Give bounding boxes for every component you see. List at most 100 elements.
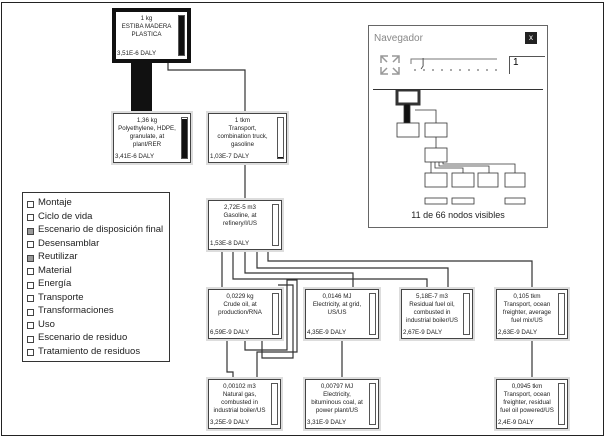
- navigator-title: Navegador: [374, 33, 423, 44]
- node-score: 2,63E-9 DALY: [498, 329, 538, 336]
- impact-bar: [272, 293, 279, 335]
- node-amount: 2,72E-5 m3: [224, 204, 256, 211]
- legend-item[interactable]: Reutilizar: [23, 250, 169, 264]
- node-name: Gasoline, at refinery/l/US: [222, 212, 258, 227]
- checkbox[interactable]: [27, 254, 34, 262]
- legend-label: Transporte: [38, 291, 84, 303]
- legend-item[interactable]: Escenario de disposición final: [23, 223, 169, 237]
- node-score: 2,67E-9 DALY: [403, 329, 443, 336]
- node-amount: 0,00102 m3: [223, 383, 256, 390]
- close-button[interactable]: x: [525, 32, 537, 44]
- checkbox[interactable]: [27, 241, 34, 249]
- node-name: Residual fuel oil, combusted in industri…: [406, 301, 458, 324]
- legend-label: Tratamiento de residuos: [38, 345, 141, 357]
- link-residual-to-gasoline: [232, 250, 428, 289]
- navigator-minimap[interactable]: [379, 90, 539, 205]
- node-name: Electricity, at grid, US/US: [312, 301, 362, 316]
- node-name: Transport, combination truck, gasoline: [217, 125, 268, 148]
- checkbox[interactable]: [27, 295, 34, 303]
- node-amount: 0,0945 tkm: [511, 383, 543, 390]
- node-name: Transport, ocean freighter, residual fue…: [500, 391, 554, 414]
- node-amount: 0,00797 MJ: [320, 383, 354, 390]
- checkbox[interactable]: [27, 349, 34, 357]
- checkbox[interactable]: [27, 200, 34, 208]
- legend-label: Escenario de residuo: [38, 332, 128, 344]
- link-truck-to-product: [167, 63, 246, 113]
- node-score: 1,03E-7 DALY: [210, 153, 250, 160]
- slider-thumb[interactable]: [420, 58, 424, 70]
- node-score: 3,41E-6 DALY: [115, 153, 155, 160]
- node-score: 4,35E-9 DALY: [307, 329, 347, 336]
- impact-bar: [271, 383, 278, 425]
- visible-nodes-count: 11 de 66 nodos visibles: [411, 210, 505, 220]
- legend-item[interactable]: Transformaciones: [23, 304, 169, 318]
- node-name: Electricity, bituminous coal, at power p…: [311, 391, 363, 414]
- legend-label: Montaje: [38, 197, 72, 209]
- zoom-value[interactable]: 1: [509, 56, 545, 74]
- checkbox[interactable]: [27, 335, 34, 343]
- checkbox[interactable]: [27, 322, 34, 330]
- divider: [373, 89, 543, 90]
- node-name: Natural gas, combusted in industrial boi…: [213, 391, 266, 414]
- impact-bar: [277, 117, 284, 159]
- node-score: 3,31E-9 DALY: [307, 419, 347, 426]
- node-score: 3,51E-6 DALY: [117, 50, 157, 57]
- node-amount: 1 tkm: [234, 117, 251, 124]
- legend-item[interactable]: Tratamiento de residuos: [23, 345, 169, 359]
- fit-to-view-icon[interactable]: [379, 54, 401, 76]
- legend-item[interactable]: Transporte: [23, 291, 169, 305]
- node-score: 1,53E-8 DALY: [210, 240, 250, 247]
- legend-label: Desensamblar: [38, 237, 100, 249]
- link-ocean-to-gasoline: [267, 250, 533, 289]
- checkbox[interactable]: [27, 214, 34, 222]
- impact-bar: [558, 383, 565, 425]
- zoom-slider[interactable]: [409, 56, 504, 76]
- navigator-panel: Navegador x 1 11 de 66 nodos visibles: [368, 25, 548, 228]
- impact-bar: [178, 15, 185, 56]
- node-name: Polyethylene, HDPE, granulate, at plant/…: [118, 125, 176, 148]
- checkbox[interactable]: [27, 227, 34, 235]
- checkbox[interactable]: [27, 281, 34, 289]
- impact-bar-fill: [278, 156, 283, 158]
- impact-bar-fill: [179, 16, 184, 55]
- legend-label: Ciclo de vida: [38, 210, 93, 222]
- node-amount: 1 kg: [140, 15, 153, 22]
- legend-item[interactable]: Escenario de residuo: [23, 331, 169, 345]
- node-name: Transport, ocean freighter, average fuel…: [502, 301, 552, 324]
- legend-item[interactable]: Desensamblar: [23, 237, 169, 251]
- legend-item[interactable]: Energía: [23, 277, 169, 291]
- legend-label: Transformaciones: [38, 305, 114, 317]
- node-amount: 5,18E-7 m3: [416, 293, 448, 300]
- node-score: 2,4E-9 DALY: [498, 419, 534, 426]
- node-name: Crude oil, at production/RNA: [218, 301, 262, 316]
- legend-item[interactable]: Uso: [23, 318, 169, 332]
- node-amount: 1,36 kg: [136, 117, 158, 124]
- link-natgas-to-crude-3: [261, 284, 294, 359]
- node-amount: 0,0146 MJ: [322, 293, 352, 300]
- node-amount: 0,105 tkm: [513, 293, 541, 300]
- legend-item[interactable]: Ciclo de vida: [23, 210, 169, 224]
- legend-item[interactable]: Montaje: [23, 196, 169, 210]
- impact-bar-fill: [182, 119, 187, 158]
- impact-bar: [558, 293, 565, 335]
- legend-label: Reutilizar: [38, 251, 78, 263]
- legend-item[interactable]: Material: [23, 264, 169, 278]
- checkbox[interactable]: [27, 308, 34, 316]
- checkbox[interactable]: [27, 268, 34, 276]
- legend-label: Escenario de disposición final: [38, 224, 164, 236]
- node-score: 6,59E-9 DALY: [210, 329, 250, 336]
- node-score: 3,25E-9 DALY: [210, 419, 250, 426]
